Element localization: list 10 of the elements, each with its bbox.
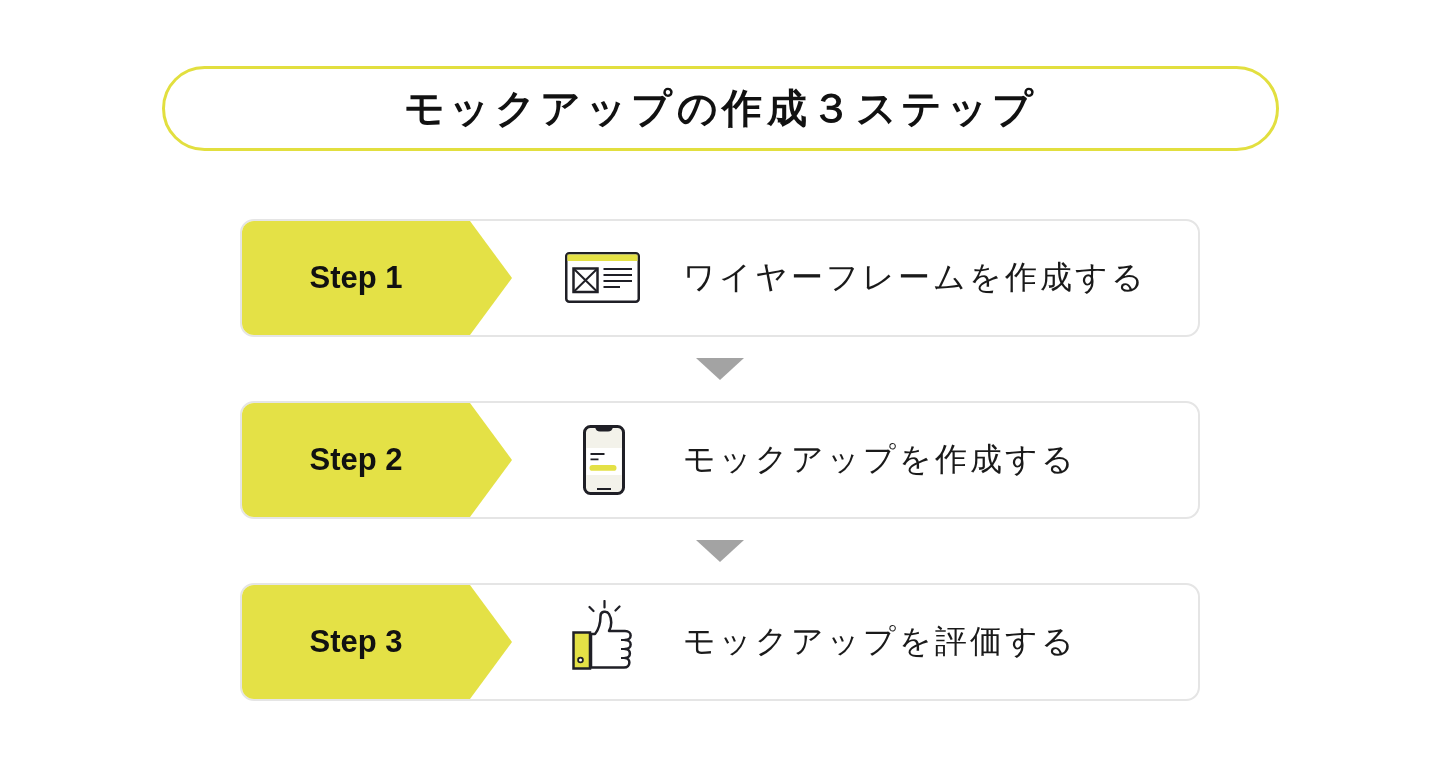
diagram-title: モックアップの作成３ステップ bbox=[403, 84, 1038, 133]
step-text: モックアップを作成する bbox=[683, 440, 1077, 479]
step-label: Step 1 bbox=[309, 260, 403, 296]
step-card bbox=[240, 583, 1200, 701]
step-label: Step 3 bbox=[309, 624, 403, 660]
step-card bbox=[240, 401, 1200, 519]
step-label: Step 2 bbox=[309, 442, 403, 478]
step-text: ワイヤーフレームを作成する bbox=[683, 258, 1147, 297]
step-card bbox=[240, 219, 1200, 337]
step-text: モックアップを評価する bbox=[683, 622, 1077, 661]
